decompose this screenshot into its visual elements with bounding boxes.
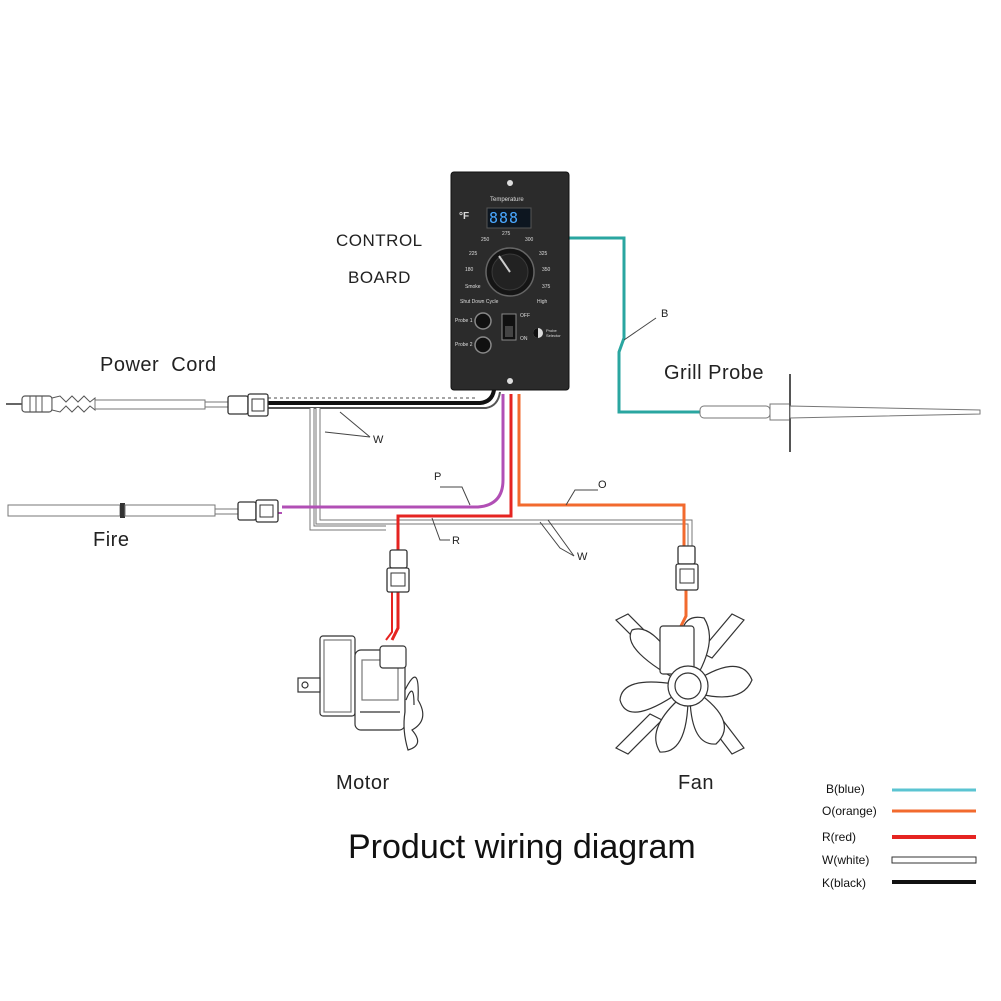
legend-label-blue: B(blue) (826, 782, 865, 796)
fire-label: Fire (93, 529, 130, 551)
wire-leaders (324, 317, 657, 557)
dial-mark: 375 (542, 284, 551, 290)
control-panel (450, 171, 570, 391)
white-wire-main (309, 408, 693, 548)
diagram-title: Product wiring diagram (348, 828, 696, 866)
motor-connector (386, 549, 410, 593)
wire-letter-purple: P (434, 471, 442, 483)
power-connector (227, 393, 269, 417)
wire-letter-red: R (452, 535, 460, 547)
purple-wire (245, 394, 505, 514)
switch-on-label: ON (520, 336, 528, 342)
dial-mark: Shut Down Cycle (460, 299, 499, 305)
dial-mark: 350 (542, 267, 551, 273)
control-board-label-line2: BOARD (348, 268, 411, 287)
blue-wire (568, 236, 700, 414)
motor-label: Motor (336, 772, 390, 794)
grill-probe (699, 374, 981, 452)
panel-unit-label: °F (459, 211, 470, 222)
wire-letter-white: W (577, 551, 588, 563)
dial-mark: 275 (502, 231, 511, 237)
dial-mark: 300 (525, 237, 534, 243)
wire-letter-orange: O (598, 479, 607, 491)
legend-label-orange: O(orange) (822, 804, 877, 818)
switch-off-label: OFF (520, 313, 530, 319)
orange-wire (517, 394, 688, 629)
fan-connector (675, 545, 699, 591)
control-board-label-line1: CONTROL (336, 231, 423, 250)
dial-mark: 180 (465, 267, 474, 273)
power-plug (6, 395, 228, 413)
legend-label-white: W(white) (822, 853, 870, 867)
grill-probe-label: Grill Probe (664, 362, 764, 384)
legend-label-red: R(red) (822, 830, 857, 844)
red-wire (385, 394, 513, 641)
power-cord-label: Power Cord (100, 354, 217, 376)
probe-selector-label: Probe Selector (546, 328, 561, 338)
probe1-label: Probe 1 (455, 318, 473, 324)
wire-letter-white-power: W (373, 434, 384, 446)
temperature-display: 888 (489, 209, 520, 227)
dial-mark: 325 (539, 251, 548, 257)
dial-mark: Smoke (465, 284, 481, 290)
fan-illustration (614, 613, 753, 755)
dial-mark: 225 (469, 251, 478, 257)
igniter (7, 499, 279, 523)
legend-swatches (891, 788, 977, 884)
panel-temperature-label: Temperature (490, 197, 524, 203)
motor-illustration (297, 635, 424, 751)
legend-label-black: K(black) (822, 876, 867, 890)
dial-mark: High (537, 299, 548, 305)
wire-letter-blue: B (661, 308, 669, 320)
fan-label: Fan (678, 772, 714, 794)
dial-mark: 250 (481, 237, 490, 243)
probe2-label: Probe 2 (455, 342, 473, 348)
